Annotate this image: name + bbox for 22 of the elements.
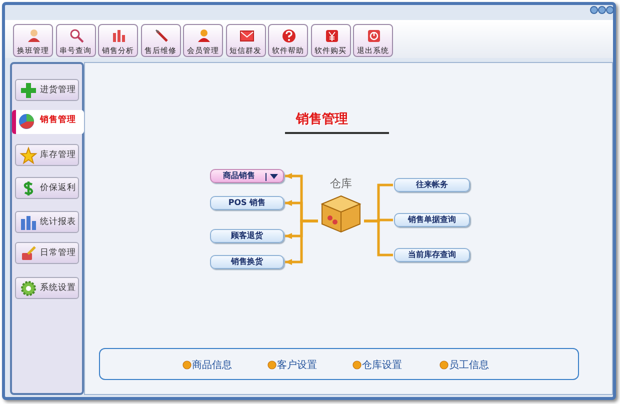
side-tab: 系统设置 — [15, 277, 79, 299]
menu-button: 往来帐务 — [394, 178, 470, 192]
menu-button: 销售单据查询 — [394, 213, 470, 227]
arrow — [285, 220, 318, 265]
side-tab: 价保返利 — [15, 177, 79, 199]
box-label: 仓库 — [329, 176, 353, 191]
link: 仓库设置 — [362, 358, 402, 372]
link: 商品信息 — [192, 358, 232, 372]
side-tab: 进货管理 — [15, 79, 79, 101]
menu-button: 商品销售 — [210, 169, 284, 183]
link: 员工信息 — [449, 358, 489, 372]
active-tab: 销售管理 — [12, 110, 84, 134]
side-tab: 日常管理 — [15, 242, 79, 264]
connector-line — [364, 220, 393, 256]
menu-button: 销售换货 — [210, 255, 284, 269]
menu-button: 顾客退货 — [210, 229, 284, 243]
menu-button: POS 销售 — [210, 196, 284, 210]
link: 客户设置 — [277, 358, 317, 372]
menu-button: 当前库存查询 — [394, 248, 470, 262]
panel-title: 销售管理 — [294, 111, 349, 128]
side-tab: 库存管理 — [15, 144, 79, 166]
side-tab: 统计报表 — [15, 211, 79, 233]
